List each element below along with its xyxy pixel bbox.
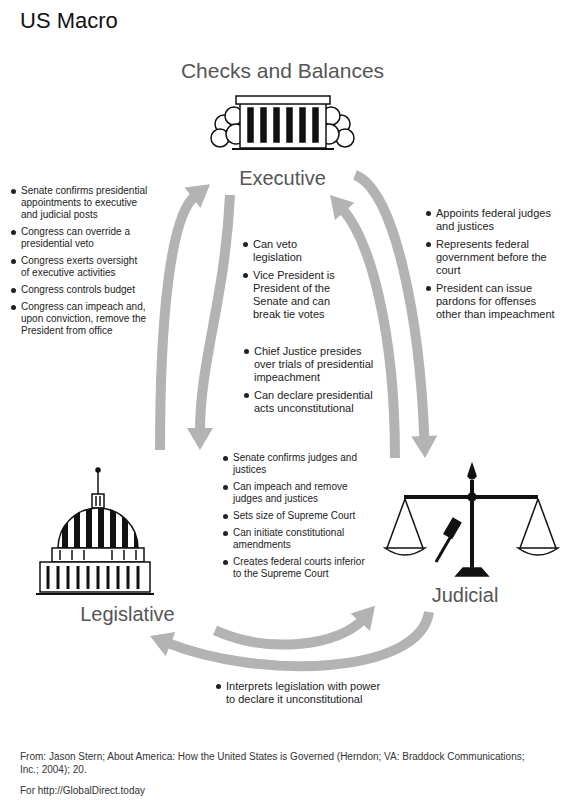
bullet-dot (11, 230, 16, 235)
bullet-text: Senate confirms judges and justices (233, 452, 357, 475)
bullet-item: Can initiate constitutional amendments (222, 527, 374, 551)
bullet-text: Congress can impeach and, upon convictio… (21, 301, 146, 336)
bullet-item: Congress can impeach and, upon convictio… (10, 301, 148, 337)
bullet-text: Represents federal government before the… (436, 238, 547, 276)
connector-line (342, 208, 395, 458)
bullet-item: Can veto legislation (242, 238, 338, 264)
bullet-item: Congress exerts oversight of executive a… (10, 255, 148, 279)
bullet-item: Interprets legislation with power to dec… (215, 680, 385, 706)
bullet-dot (223, 531, 228, 536)
bullet-list: Chief Justice presides over trials of pr… (243, 345, 378, 420)
bullet-item: Senate confirms judges and justices (222, 452, 374, 476)
connector-arrow (215, 606, 375, 645)
bullet-item: President can issue pardons for offenses… (425, 282, 555, 321)
bullet-text: Sets size of Supreme Court (233, 510, 355, 521)
bullet-text: Senate confirms presidential appointment… (21, 185, 147, 220)
branch-node: Judicial (375, 458, 555, 612)
bullet-item: Sets size of Supreme Court (222, 510, 374, 522)
connector-line (160, 195, 196, 450)
bullet-text: Congress controls budget (21, 284, 135, 295)
capitol-icon (36, 468, 154, 594)
bullet-text: Can veto legislation (253, 238, 302, 263)
bullet-dot (223, 560, 228, 565)
arrow-head (187, 428, 213, 450)
bullet-dot (223, 456, 228, 461)
bullet-item: Creates federal courts inferior to the S… (222, 556, 374, 580)
bullet-list: Appoints federal judges and justicesRepr… (425, 207, 555, 326)
source-note: For http://GlobalDirect.today (20, 784, 545, 797)
connector-line (215, 619, 363, 644)
bullet-item: Congress controls budget (10, 284, 148, 296)
bullet-item: Vice President is President of the Senat… (242, 269, 338, 321)
branch-label: Legislative (40, 602, 215, 626)
bullet-dot (426, 211, 431, 216)
bullet-text: Can initiate constitutional amendments (233, 527, 344, 550)
bullet-item: Senate confirms presidential appointment… (10, 185, 148, 221)
bullet-text: Interprets legislation with power to dec… (226, 680, 380, 705)
bullet-item: Represents federal government before the… (425, 238, 555, 277)
bullet-dot (244, 349, 249, 354)
bullet-dot (11, 305, 16, 310)
branch-label: Judicial (375, 583, 555, 607)
connector-line (200, 195, 230, 432)
bullet-dot (243, 273, 248, 278)
bullet-dot (216, 684, 221, 689)
bullet-text: Appoints federal judges and justices (436, 207, 551, 232)
bullet-item: Can declare presidential acts unconstitu… (243, 389, 378, 415)
bullet-text: Congress can override a presidential vet… (21, 226, 130, 249)
bullet-dot (426, 286, 431, 291)
bullet-dot (243, 242, 248, 247)
bullet-list: Interprets legislation with power to dec… (215, 680, 385, 711)
scales-icon (385, 464, 558, 576)
arrow-head (411, 436, 437, 458)
branch-node: Legislative (40, 450, 215, 636)
bullet-dot (11, 259, 16, 264)
bullet-item: Can impeach and remove judges and justic… (222, 481, 374, 505)
connector-arrow (187, 195, 230, 450)
bullet-text: Can declare presidential acts unconstitu… (254, 389, 373, 414)
bullet-item: Appoints federal judges and justices (425, 207, 555, 233)
bullet-dot (426, 242, 431, 247)
arrow-head (351, 606, 375, 631)
bullet-list: Senate confirms judges and justicesCan i… (222, 452, 374, 585)
source-note: From: Jason Stern; About America: How th… (20, 750, 545, 776)
bullet-list: Can veto legislationVice President is Pr… (242, 238, 338, 326)
bullet-dot (223, 485, 228, 490)
connector-line (167, 612, 429, 666)
bullet-text: Can impeach and remove judges and justic… (233, 481, 348, 504)
page-heading: US Macro (20, 8, 270, 34)
branch-node: Executive (210, 88, 355, 195)
bullet-dot (11, 288, 16, 293)
arrow-head (150, 632, 175, 656)
bullet-text: President can issue pardons for offenses… (436, 282, 555, 320)
arrow-head (330, 195, 354, 220)
connector-arrow (330, 195, 395, 458)
diagram-title: Checks and Balances (0, 58, 565, 84)
white-house-icon (211, 96, 354, 149)
bullet-dot (11, 189, 16, 194)
connector-arrow (150, 612, 429, 666)
bullet-dot (223, 514, 228, 519)
bullet-text: Congress exerts oversight of executive a… (21, 255, 137, 278)
bullet-list: Senate confirms presidential appointment… (10, 185, 148, 342)
bullet-text: Vice President is President of the Senat… (253, 269, 335, 320)
branch-label: Executive (210, 166, 355, 190)
arrow-head (185, 184, 210, 208)
bullet-dot (244, 393, 249, 398)
bullet-text: Creates federal courts inferior to the S… (233, 556, 365, 579)
bullet-text: Chief Justice presides over trials of pr… (254, 345, 373, 383)
bullet-item: Chief Justice presides over trials of pr… (243, 345, 378, 384)
bullet-item: Congress can override a presidential vet… (10, 226, 148, 250)
